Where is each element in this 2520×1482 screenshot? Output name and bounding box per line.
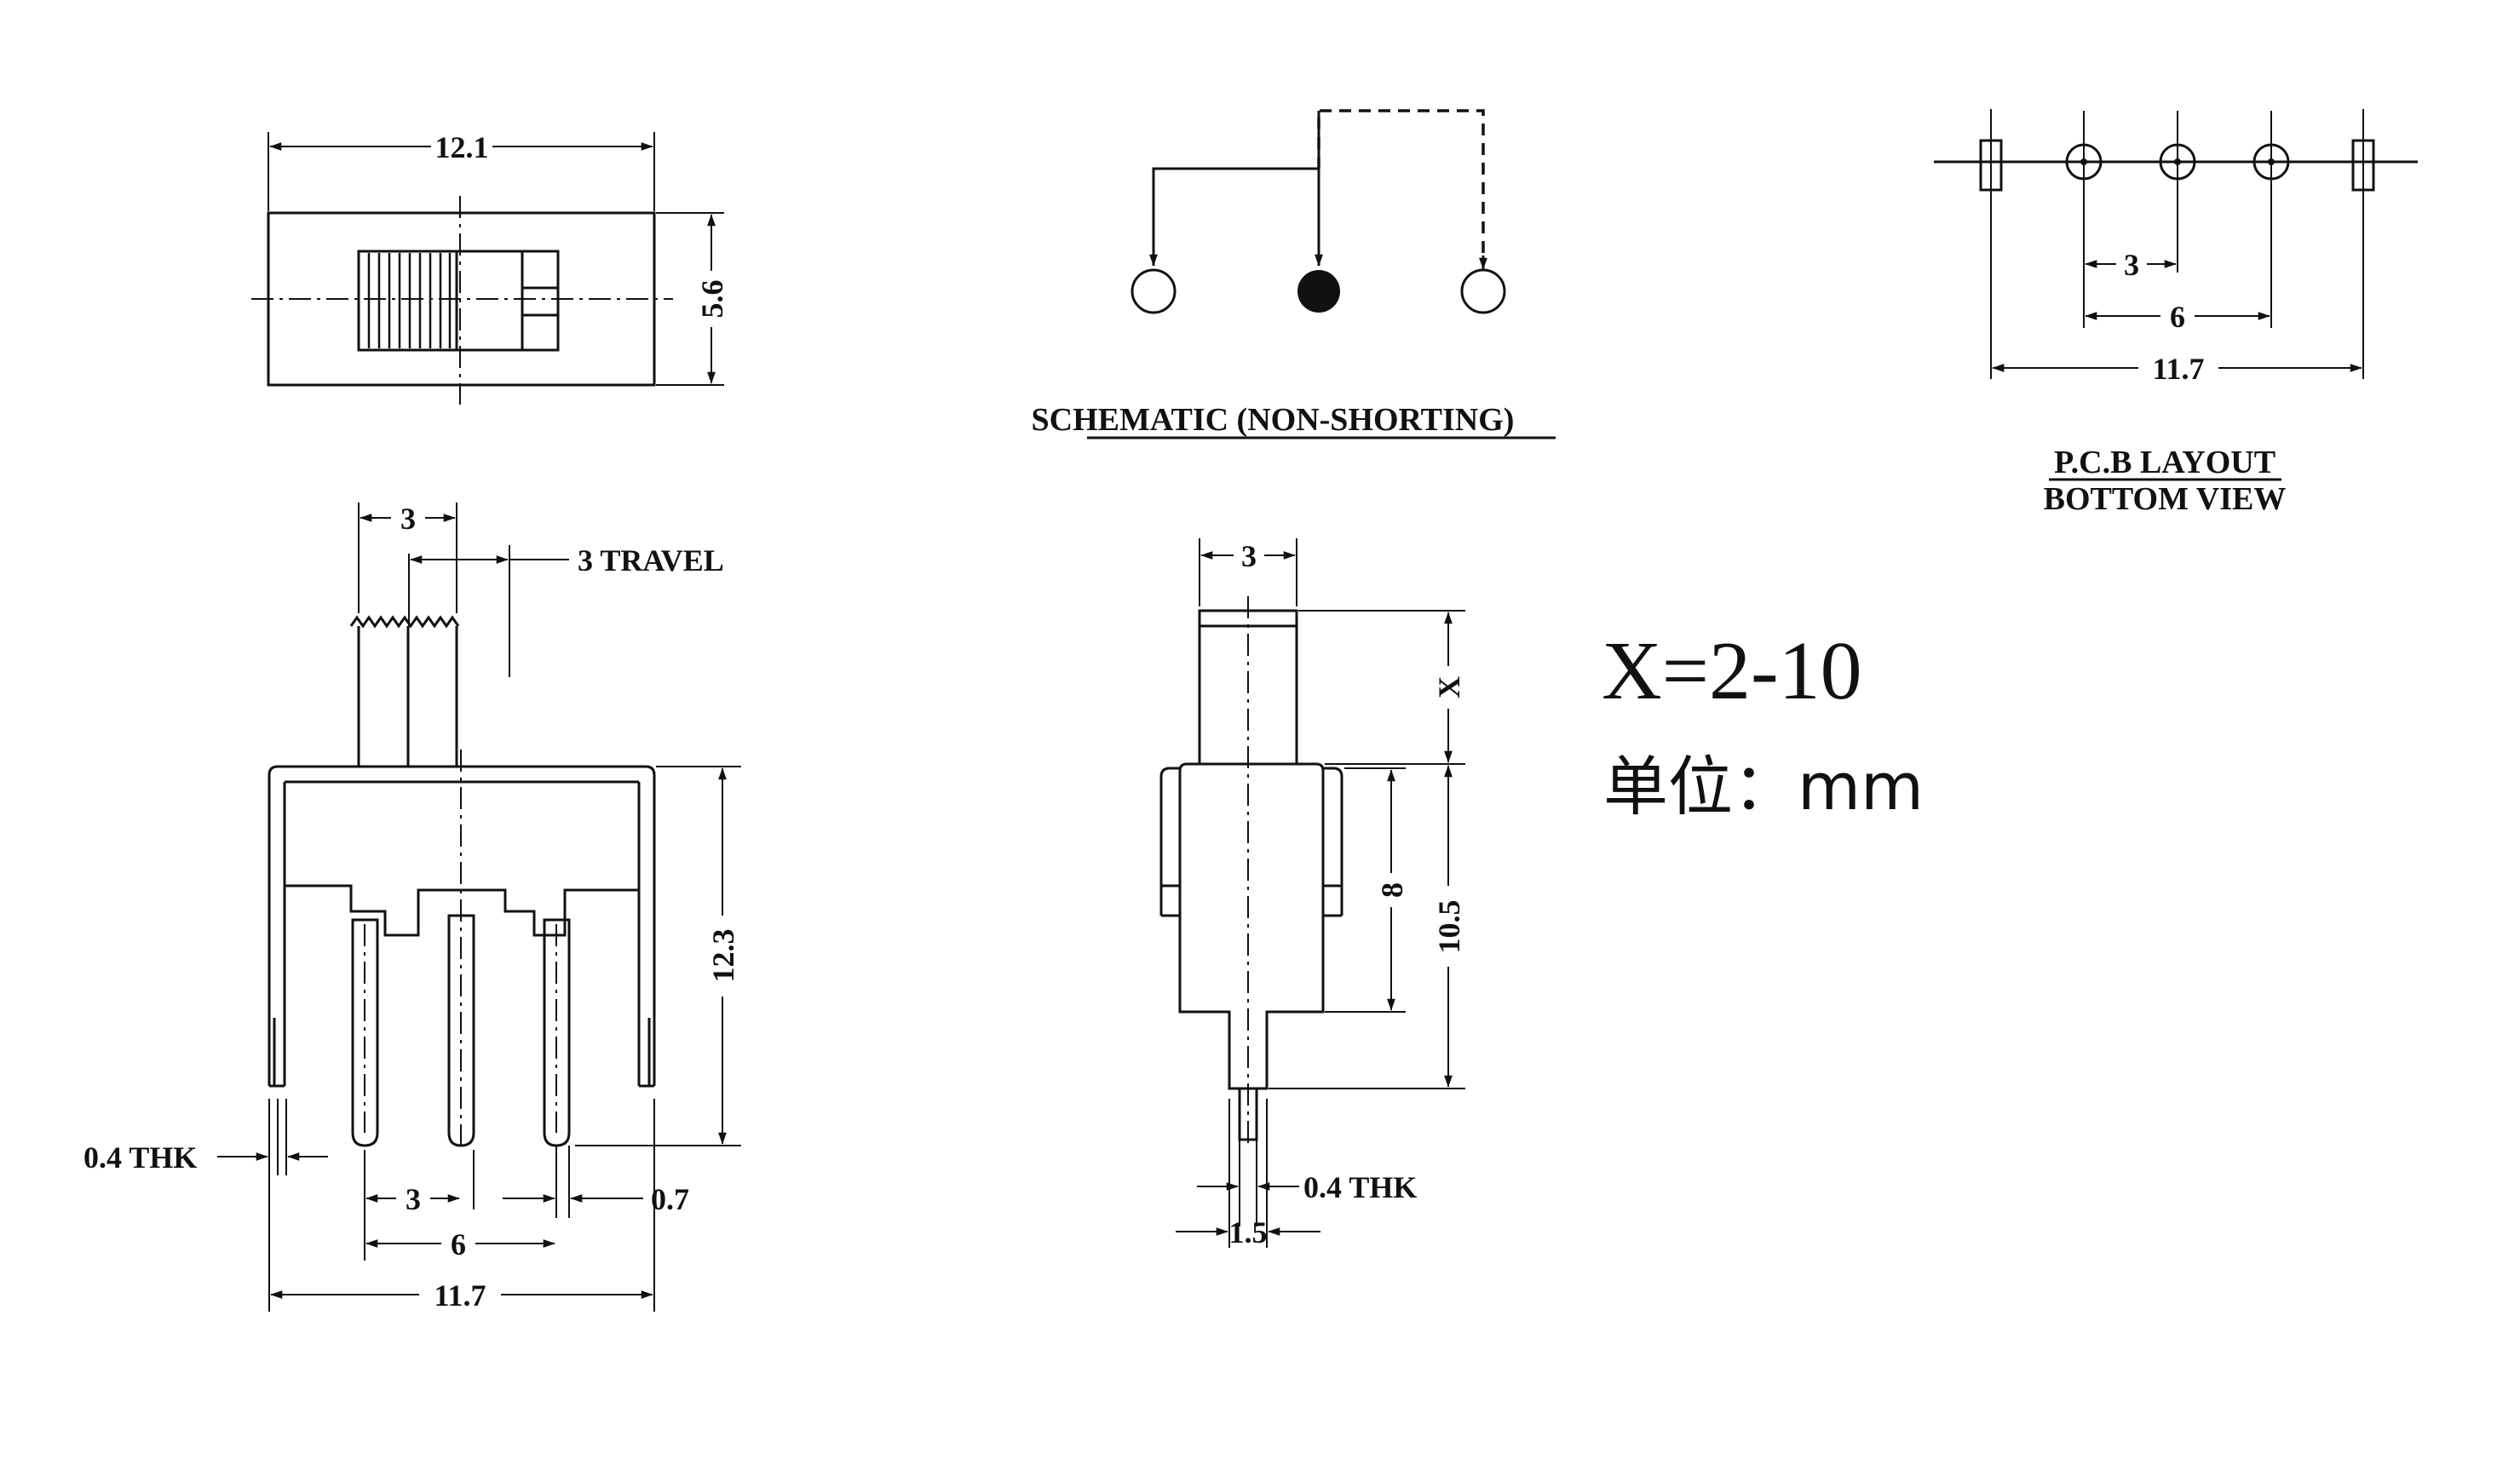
side-lead-width-dim: 1.5	[1229, 1215, 1268, 1249]
side-body-height-dim: 10.5	[1432, 900, 1466, 954]
slider-grip-hatch	[367, 253, 452, 348]
pcb-layout: 3 6 11.7 P.C.B LAYOUT BOTTOM VIEW	[1934, 109, 2418, 517]
front-pin-pitch-dim: 3	[406, 1182, 421, 1216]
side-view: 3 X 8 10.5 0.4 THK 1.5	[1159, 538, 1466, 1249]
schematic-caption: SCHEMATIC (NON-SHORTING)	[1032, 402, 1515, 438]
top-height-dim: 5.6	[695, 280, 729, 319]
terminal-right-circle	[1460, 268, 1506, 314]
side-lead-thickness-dim: 0.4 THK	[1303, 1170, 1417, 1204]
body-height-dim: 12.3	[706, 929, 740, 983]
front-view: 3 3 TRAVEL 12.3 0.4 THK 3 0.7 6 11.7	[83, 502, 741, 1313]
frame-height-dim: 8	[1375, 882, 1409, 898]
pcb-pitch-3-dim: 3	[2124, 248, 2139, 282]
pcb-spacing-6-dim: 6	[2170, 300, 2185, 334]
pcb-span-dim: 11.7	[2152, 352, 2204, 386]
terminal-left-circle	[1131, 268, 1177, 314]
front-pin-spacing-dim: 6	[451, 1227, 466, 1261]
front-total-width-dim: 11.7	[434, 1278, 486, 1313]
top-view: 12.1 5.6	[251, 130, 729, 405]
front-lead-thickness-dim: 0.4 THK	[83, 1140, 197, 1175]
front-actuator-width-dim: 3	[400, 502, 416, 536]
actuator-height-x-dim: X	[1432, 676, 1466, 698]
schematic: SCHEMATIC (NON-SHORTING)	[1032, 109, 1556, 439]
top-width-dim: 12.1	[435, 130, 489, 164]
pcb-caption-line1: P.C.B LAYOUT	[2054, 445, 2275, 480]
x-range-note: X=2-10	[1602, 625, 1862, 717]
unit-note: 单位：mm	[1603, 749, 1924, 824]
pcb-caption-line2: BOTTOM VIEW	[2044, 481, 2287, 517]
travel-dim: 3 TRAVEL	[578, 543, 724, 577]
terminal-common-circle	[1297, 270, 1340, 313]
side-actuator-width-dim: 3	[1241, 539, 1257, 573]
lead-width-dim: 0.7	[651, 1182, 689, 1216]
